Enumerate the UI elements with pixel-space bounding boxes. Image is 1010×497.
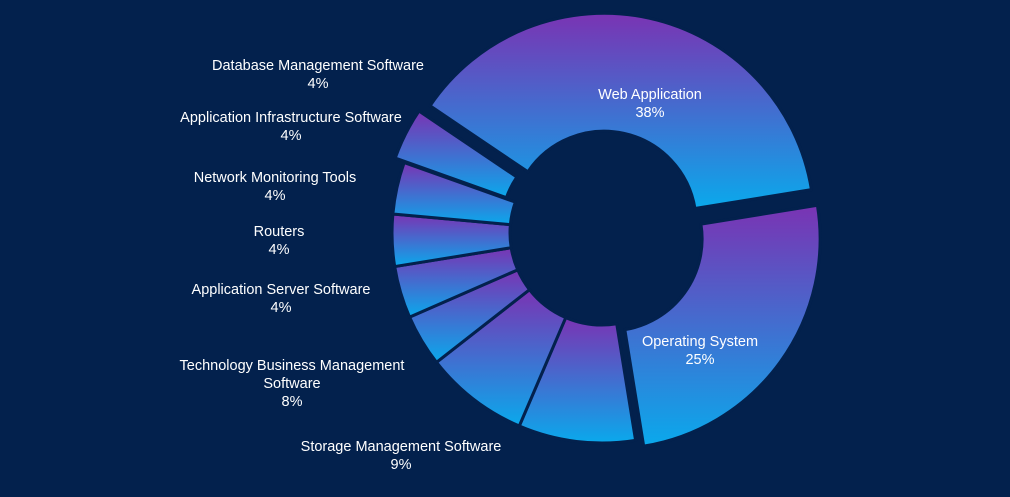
slice-percent: 4% bbox=[268, 242, 290, 258]
slice-percent: 4% bbox=[270, 300, 292, 316]
slice-name: Web Application bbox=[598, 87, 702, 103]
slice-database-management-software bbox=[393, 109, 519, 200]
slice-label-network-monitoring-tools: Network Monitoring Tools 4% bbox=[194, 169, 357, 205]
slice-label-technology-business-management-software: Technology Business Management Software … bbox=[162, 357, 422, 411]
slice-name: Application Server Software bbox=[191, 282, 371, 298]
slice-percent: 4% bbox=[307, 76, 329, 92]
slice-percent: 38% bbox=[635, 105, 665, 121]
slice-operating-system bbox=[623, 203, 822, 448]
slice-label-operating-system: Operating System 25% bbox=[642, 333, 758, 369]
slice-label-application-infrastructure-software: Application Infrastructure Software 4% bbox=[180, 109, 402, 145]
slice-name: Database Management Software bbox=[212, 58, 424, 74]
slice-label-routers: Routers 4% bbox=[254, 223, 305, 259]
slice-label-application-server-software: Application Server Software 4% bbox=[192, 281, 371, 317]
slice-percent: 9% bbox=[390, 457, 412, 473]
slice-name: Operating System bbox=[641, 334, 759, 350]
slice-name: Routers bbox=[253, 224, 305, 240]
slice-label-web-application: Web Application 38% bbox=[598, 86, 702, 122]
slice-percent: 4% bbox=[280, 128, 302, 144]
slice-percent: 25% bbox=[685, 352, 715, 368]
slice-percent: 4% bbox=[264, 188, 286, 204]
slice-label-database-management-software: Database Management Software 4% bbox=[212, 57, 424, 93]
slice-name: Network Monitoring Tools bbox=[193, 170, 357, 186]
slice-label-storage-management-software: Storage Management Software 9% bbox=[301, 438, 502, 474]
slice-name: Storage Management Software bbox=[300, 439, 502, 455]
slice-name: Application Infrastructure Software bbox=[180, 110, 402, 126]
slice-percent: 8% bbox=[281, 394, 303, 410]
slice-web-application bbox=[428, 11, 813, 211]
slice-name: Technology Business Management Software bbox=[179, 358, 405, 392]
